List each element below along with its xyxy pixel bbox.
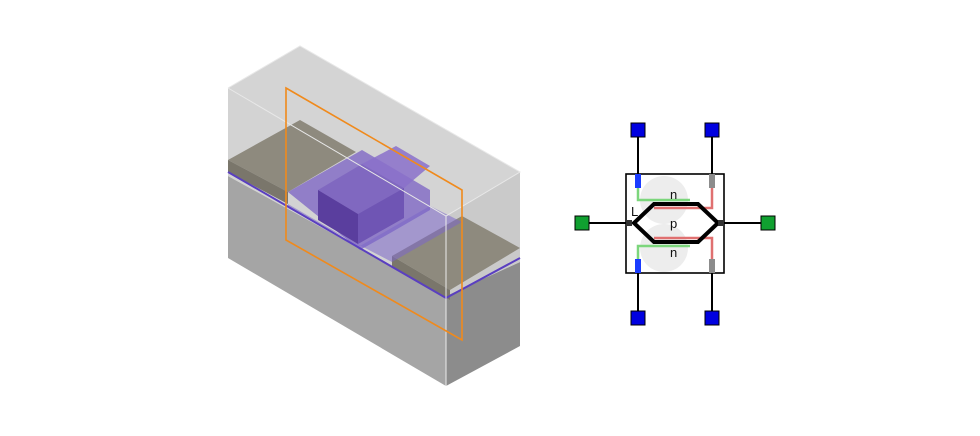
schematic-symbol: n p n L xyxy=(574,122,776,326)
port-top-right[interactable] xyxy=(704,122,720,138)
gate-fin-top xyxy=(362,146,430,188)
substrate-side-left xyxy=(228,176,446,386)
substrate-side-right xyxy=(446,262,520,386)
oxide-edges xyxy=(227,45,521,217)
left-contact-front xyxy=(228,160,288,204)
port-left[interactable] xyxy=(574,215,590,231)
label-bottom-n: n xyxy=(670,245,677,260)
left-contact-top xyxy=(228,120,356,192)
gate-region-plate xyxy=(288,204,462,262)
right-contact-top xyxy=(392,216,520,290)
stub-top-right xyxy=(709,174,715,188)
port-top-left[interactable] xyxy=(630,122,646,138)
wire-bottom-green xyxy=(636,244,690,260)
stub-bottom-right xyxy=(709,259,715,273)
gate-cube-right xyxy=(358,188,404,244)
cut-plane xyxy=(285,86,463,342)
label-middle-p: p xyxy=(670,216,677,231)
label-top-n: n xyxy=(670,187,677,202)
port-right[interactable] xyxy=(760,215,776,231)
port-bottom-left[interactable] xyxy=(630,310,646,326)
stub-bottom-left xyxy=(635,259,641,273)
port-bottom-right[interactable] xyxy=(704,310,720,326)
stub-left xyxy=(626,220,632,226)
label-left-L: L xyxy=(631,204,638,219)
oxide-top-face xyxy=(228,46,520,216)
wire-top-green xyxy=(636,186,690,202)
device-3d-view xyxy=(227,45,521,386)
gate-cube-front xyxy=(318,190,358,244)
shade-bottom xyxy=(640,224,688,272)
stub-right xyxy=(718,220,724,226)
stub-top-left xyxy=(635,174,641,188)
gate-cube-top xyxy=(318,164,404,214)
right-contact-front xyxy=(392,256,450,300)
